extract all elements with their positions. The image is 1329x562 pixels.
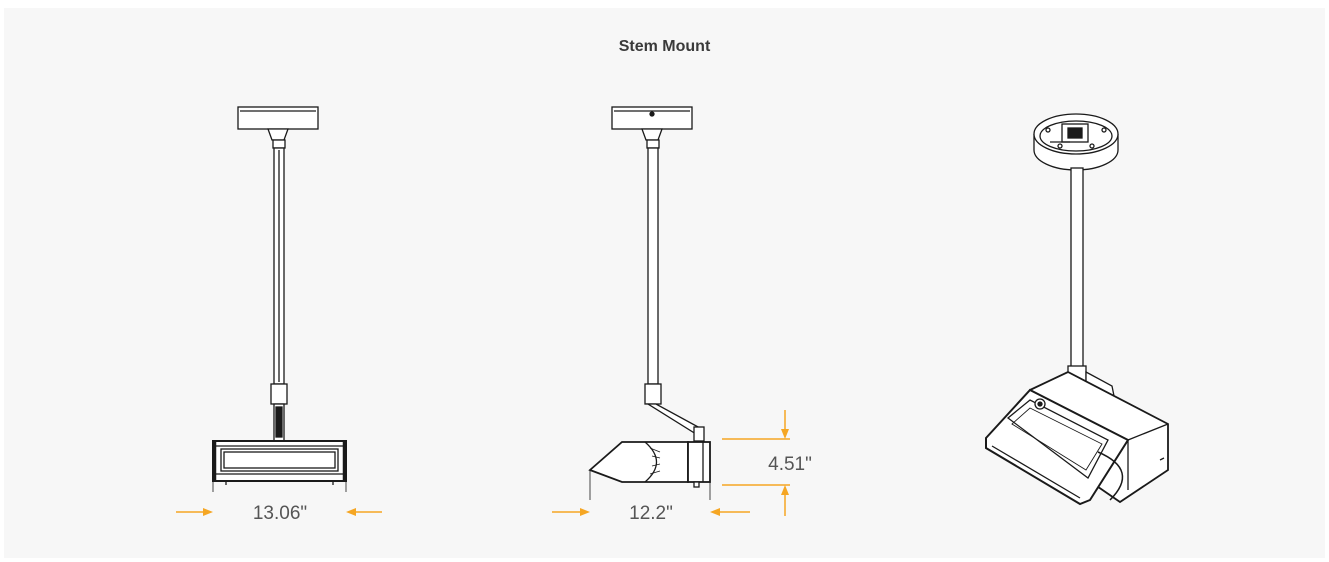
iso-fixture xyxy=(985,370,1169,506)
side-depth-dimension: 12.2" xyxy=(552,470,750,524)
side-fixture xyxy=(588,441,711,488)
page-title: Stem Mount xyxy=(618,38,711,55)
front-fixture xyxy=(212,440,347,485)
front-view xyxy=(212,106,347,485)
iso-canopy xyxy=(1033,113,1119,171)
side-canopy xyxy=(611,106,693,141)
side-depth-label: 12.2" xyxy=(629,503,673,524)
side-height-dimension: 4.51" xyxy=(722,410,812,516)
side-stem xyxy=(644,139,705,442)
front-width-label: 13.06" xyxy=(253,503,307,524)
side-height-label: 4.51" xyxy=(768,454,812,475)
front-width-dimension: 13.06" xyxy=(176,455,382,524)
side-view xyxy=(588,106,711,488)
front-canopy xyxy=(237,106,319,141)
isometric-view xyxy=(985,113,1169,506)
iso-stem xyxy=(1067,167,1115,399)
front-stem xyxy=(270,139,288,443)
